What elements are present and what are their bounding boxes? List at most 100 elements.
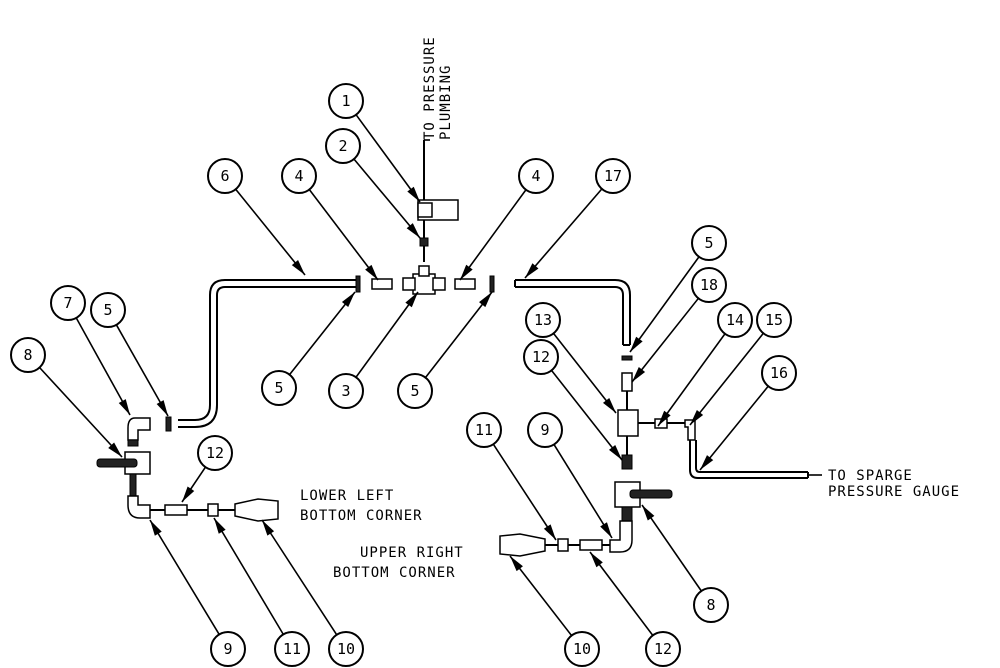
svg-text:12: 12 <box>532 348 550 366</box>
balloon-16-arrow <box>700 455 714 470</box>
balloon-11-right-leader <box>492 443 557 541</box>
balloon-16-leader <box>699 385 769 471</box>
balloon-9-left-arrow <box>150 520 162 536</box>
balloon-8-left-arrow <box>108 442 122 457</box>
balloon-4-left-leader <box>308 189 379 281</box>
balloon-12-upper-right-leader <box>550 369 623 461</box>
balloon-13: 13 <box>525 302 561 338</box>
balloon-6: 6 <box>207 158 243 194</box>
balloon-15: 15 <box>756 302 792 338</box>
balloon-10-right-leader <box>509 555 573 637</box>
balloon-8-right-leader <box>641 504 703 592</box>
svg-text:5: 5 <box>704 234 713 252</box>
balloon-12-right: 12 <box>645 631 681 667</box>
balloon-9-right: 9 <box>527 412 563 448</box>
balloon-10-right-arrow <box>510 556 523 572</box>
balloon-callouts: 1 2 6 4 4 17 5 18 7 5 13 14 15 8 12 5 3 … <box>10 83 797 667</box>
svg-text:10: 10 <box>573 640 591 658</box>
svg-text:12: 12 <box>206 444 224 462</box>
balloon-13-arrow <box>602 397 616 413</box>
balloon-11-left: 11 <box>274 631 310 667</box>
balloon-14-arrow <box>658 410 671 426</box>
balloon-5-center-left-leader <box>288 291 356 376</box>
upper-right-corner-text: BOTTOM CORNER <box>333 565 456 581</box>
svg-text:5: 5 <box>274 379 283 397</box>
balloon-17-arrow <box>525 263 539 278</box>
balloon-17: 17 <box>595 158 631 194</box>
svg-text:13: 13 <box>534 311 552 329</box>
balloon-5-left-top-leader <box>115 324 169 417</box>
balloon-8-left: 8 <box>10 337 46 373</box>
lower-left-corner-text: BOTTOM CORNER <box>300 508 423 524</box>
balloon-10-right: 10 <box>564 631 600 667</box>
balloon-10-left-leader <box>261 519 338 636</box>
balloon-8-right: 8 <box>693 587 729 623</box>
balloon-11-right-arrow <box>543 524 556 540</box>
balloon-8-left-leader <box>38 366 123 458</box>
svg-text:6: 6 <box>220 167 229 185</box>
balloon-5-left-top: 5 <box>90 292 126 328</box>
balloon-5-right-top-arrow <box>630 336 643 352</box>
upper-right-label: UPPER RIGHT BOTTOM CORNER <box>333 545 464 581</box>
svg-text:15: 15 <box>765 311 783 329</box>
balloon-5-center-right: 5 <box>397 373 433 409</box>
svg-text:14: 14 <box>726 311 744 329</box>
svg-text:1: 1 <box>341 92 350 110</box>
svg-text:18: 18 <box>700 276 718 294</box>
balloon-3-arrow <box>405 292 418 308</box>
balloon-14-leader <box>657 333 726 427</box>
svg-text:9: 9 <box>540 421 549 439</box>
balloon-5-right-top-leader <box>629 256 700 353</box>
balloon-5-right-top: 5 <box>691 225 727 261</box>
to-pressure-text: TO PRESSURE <box>422 36 438 140</box>
svg-text:8: 8 <box>23 346 32 364</box>
center-tee <box>402 140 446 295</box>
svg-text:2: 2 <box>338 137 347 155</box>
balloon-10-left: 10 <box>328 631 364 667</box>
svg-text:11: 11 <box>475 421 493 439</box>
balloon-5-center-right-arrow <box>479 292 492 308</box>
svg-text:5: 5 <box>103 301 112 319</box>
top-coupling <box>417 199 459 247</box>
svg-text:10: 10 <box>337 640 355 658</box>
balloon-4-right-arrow <box>460 264 473 280</box>
sparge-label: TO SPARGE PRESSURE GAUGE <box>828 468 960 500</box>
balloon-3: 3 <box>328 373 364 409</box>
to-sparge-text: TO SPARGE <box>828 468 913 484</box>
balloon-2-leader <box>353 158 421 239</box>
left-assembly <box>96 416 279 522</box>
balloon-9-left: 9 <box>210 631 246 667</box>
balloon-2-arrow <box>406 223 420 238</box>
svg-text:11: 11 <box>283 640 301 658</box>
balloon-2: 2 <box>325 128 361 164</box>
balloon-15-leader <box>689 332 765 426</box>
svg-text:12: 12 <box>654 640 672 658</box>
svg-text:16: 16 <box>770 364 788 382</box>
balloon-13-leader <box>552 332 617 414</box>
svg-text:7: 7 <box>63 294 72 312</box>
balloon-9-left-leader <box>149 519 220 635</box>
svg-text:9: 9 <box>223 640 232 658</box>
lower-left-text: LOWER LEFT <box>300 488 394 504</box>
balloon-7: 7 <box>50 285 86 321</box>
upper-right-text: UPPER RIGHT <box>360 545 464 561</box>
svg-text:17: 17 <box>604 167 622 185</box>
leader-lines <box>38 114 769 637</box>
balloon-11-right: 11 <box>466 412 502 448</box>
balloon-12-upper-right: 12 <box>523 339 559 375</box>
right-assembly <box>499 355 809 557</box>
balloon-18: 18 <box>691 267 727 303</box>
balloon-18-leader <box>631 297 700 383</box>
balloon-5-center-left-arrow <box>341 292 355 308</box>
svg-text:4: 4 <box>531 167 540 185</box>
balloon-4-right: 4 <box>518 158 554 194</box>
balloon-6-arrow <box>291 260 305 275</box>
svg-text:5: 5 <box>410 382 419 400</box>
balloon-5-center-right-leader <box>424 291 493 379</box>
sparge-gauge-text: PRESSURE GAUGE <box>828 484 960 500</box>
balloon-1-leader <box>355 114 421 203</box>
balloon-9-right-leader <box>553 444 613 539</box>
svg-text:4: 4 <box>294 167 303 185</box>
balloon-5-center-left: 5 <box>261 370 297 406</box>
balloon-12-right-arrow <box>590 552 603 568</box>
